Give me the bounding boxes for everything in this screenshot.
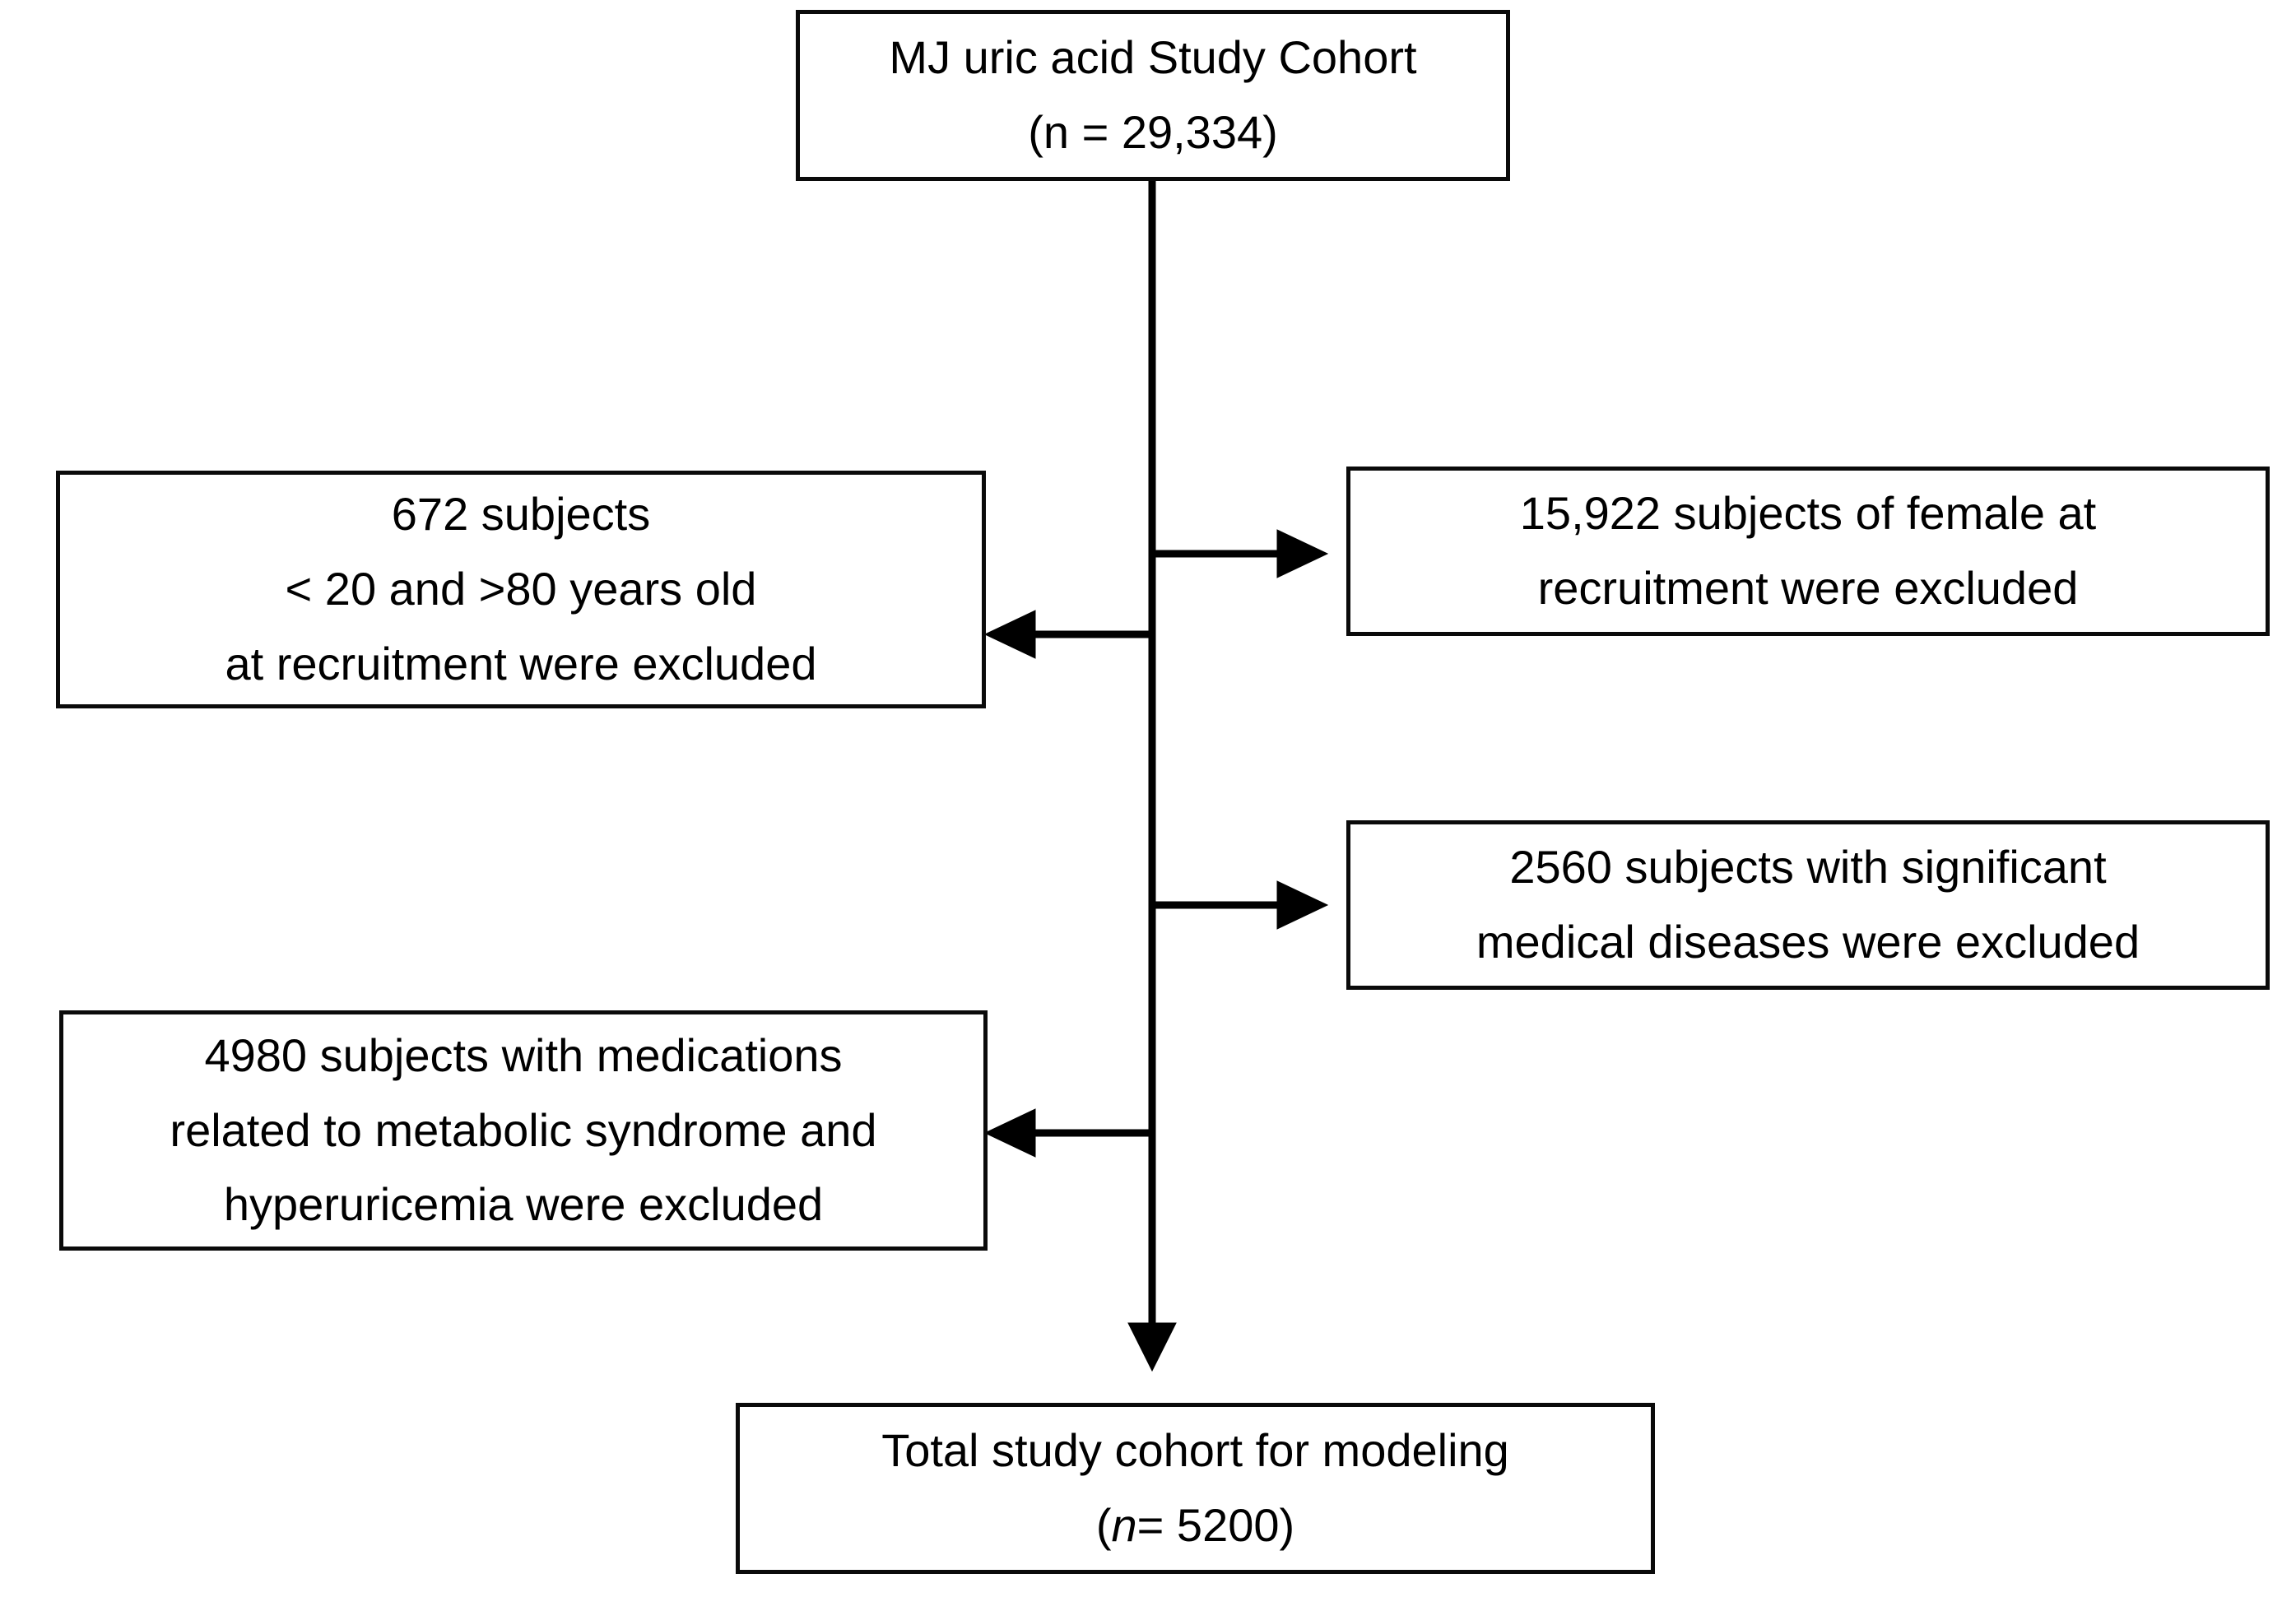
node-text-line: < 20 and >80 years old bbox=[285, 563, 757, 615]
node-text-line: medical diseases were excluded bbox=[1476, 916, 2140, 968]
node-text-line: at recruitment were excluded bbox=[225, 637, 817, 689]
right-arrowhead-icon bbox=[1276, 529, 1329, 578]
node-text-line: Total study cohort for modeling bbox=[881, 1424, 1509, 1477]
node-final-cohort: Total study cohort for modeling (n= 5200… bbox=[736, 1403, 1655, 1574]
node-text-line: 2560 subjects with significant bbox=[1509, 841, 2107, 894]
node-text-line: (n = 29,334) bbox=[1028, 106, 1278, 158]
node-excluded-medical-disease: 2560 subjects with significant medical d… bbox=[1346, 820, 2270, 990]
node-text-line: 15,922 subjects of female at bbox=[1519, 487, 2097, 540]
down-arrowhead-icon bbox=[1127, 1322, 1177, 1372]
left-arrowhead-icon bbox=[983, 1108, 1036, 1158]
n-symbol: n bbox=[1111, 1499, 1137, 1551]
right-arrowhead-icon bbox=[1276, 880, 1329, 930]
node-text-line: 672 subjects bbox=[391, 488, 651, 541]
left-arrowhead-icon bbox=[983, 610, 1036, 659]
node-text-line: (n= 5200) bbox=[1096, 1488, 1294, 1563]
node-excluded-age: 672 subjects < 20 and >80 years old at r… bbox=[56, 471, 986, 708]
node-text-line: hyperuricemia were excluded bbox=[223, 1178, 824, 1231]
node-text-line: recruitment were excluded bbox=[1537, 562, 2079, 614]
node-text-line: 4980 subjects with medications bbox=[204, 1028, 843, 1081]
n-value: = 5200) bbox=[1136, 1499, 1295, 1551]
node-excluded-female: 15,922 subjects of female at recruitment… bbox=[1346, 467, 2270, 636]
paren-open: ( bbox=[1095, 1499, 1112, 1551]
node-text-line: MJ uric acid Study Cohort bbox=[889, 31, 1417, 84]
node-study-cohort: MJ uric acid Study Cohort (n = 29,334) bbox=[796, 10, 1510, 181]
node-text-line: related to metabolic syndrome and bbox=[170, 1103, 877, 1156]
node-excluded-medication: 4980 subjects with medications related t… bbox=[59, 1010, 988, 1251]
